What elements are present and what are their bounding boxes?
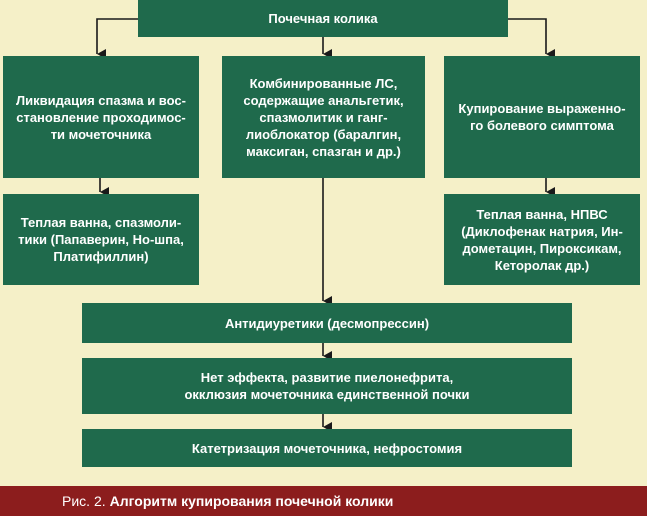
- node-no-effect: Нет эффекта, развитие пиелонефрита, оккл…: [82, 358, 572, 414]
- node-right-bottom: Теплая ванна, НПВС (Диклофенак натрия, И…: [444, 194, 640, 285]
- node-left-top: Ликвидация спазма и вос- становление про…: [3, 56, 199, 178]
- node-catheterization: Катетризация мочеточника, нефростомия: [82, 429, 572, 467]
- caption-prefix: Рис. 2.: [62, 493, 106, 509]
- node-left-bottom: Теплая ванна, спазмоли- тики (Папаверин,…: [3, 194, 199, 285]
- arrow-root-to-right: [508, 18, 555, 59]
- node-center-top: Комбинированные ЛС, содержащие анальгети…: [222, 56, 425, 178]
- root-node: Почечная колика: [138, 0, 508, 37]
- caption-title: Алгоритм купирования почечной колики: [109, 493, 394, 509]
- node-antidiuretics: Антидиуретики (десмопрессин): [82, 303, 572, 343]
- arrow-root-to-left: [96, 18, 138, 59]
- node-right-top: Купирование выраженно- го болевого симпт…: [444, 56, 640, 178]
- figure-caption: Рис. 2. Алгоритм купирования почечной ко…: [0, 486, 647, 516]
